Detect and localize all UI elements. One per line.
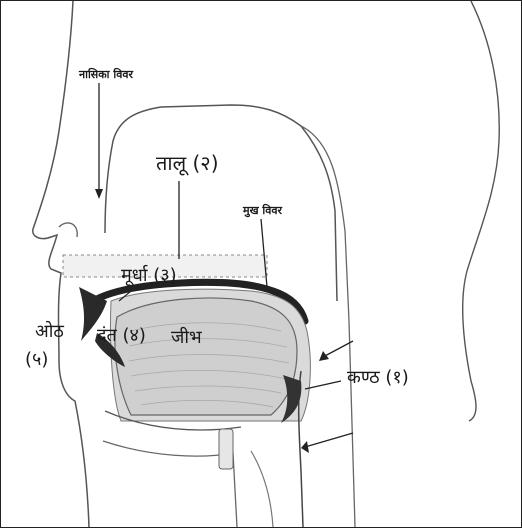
hyoid-bone <box>219 429 233 469</box>
label-jeebh: जीभ <box>171 329 202 347</box>
throat-arrowhead-lower <box>301 441 309 453</box>
label-oth: ओठ <box>35 323 64 341</box>
label-kanth: कण्ठ (१) <box>347 369 409 387</box>
label-nasika-vivar: नासिका विवर <box>79 69 133 80</box>
nasika-arrowhead <box>95 189 103 199</box>
nostril-shape <box>59 223 77 237</box>
throat-arrowhead-upper <box>319 351 329 361</box>
throat-arrow-upper <box>323 341 353 357</box>
head-back-contour <box>463 1 500 421</box>
tongue <box>115 298 297 415</box>
lower-jaw-bone <box>103 441 237 527</box>
skull-rear-outline <box>301 126 355 527</box>
label-mukh-vivar: मुख विवर <box>243 205 282 216</box>
label-murdha: मूर्धा (३) <box>121 267 177 285</box>
label-oth-number: (५) <box>25 351 48 369</box>
label-dant: दंत (४) <box>97 327 146 345</box>
throat-arrow-lower <box>305 433 353 447</box>
neck-front <box>251 451 273 527</box>
kanth-pointer <box>305 381 341 389</box>
label-talu: तालू (२) <box>156 153 219 173</box>
